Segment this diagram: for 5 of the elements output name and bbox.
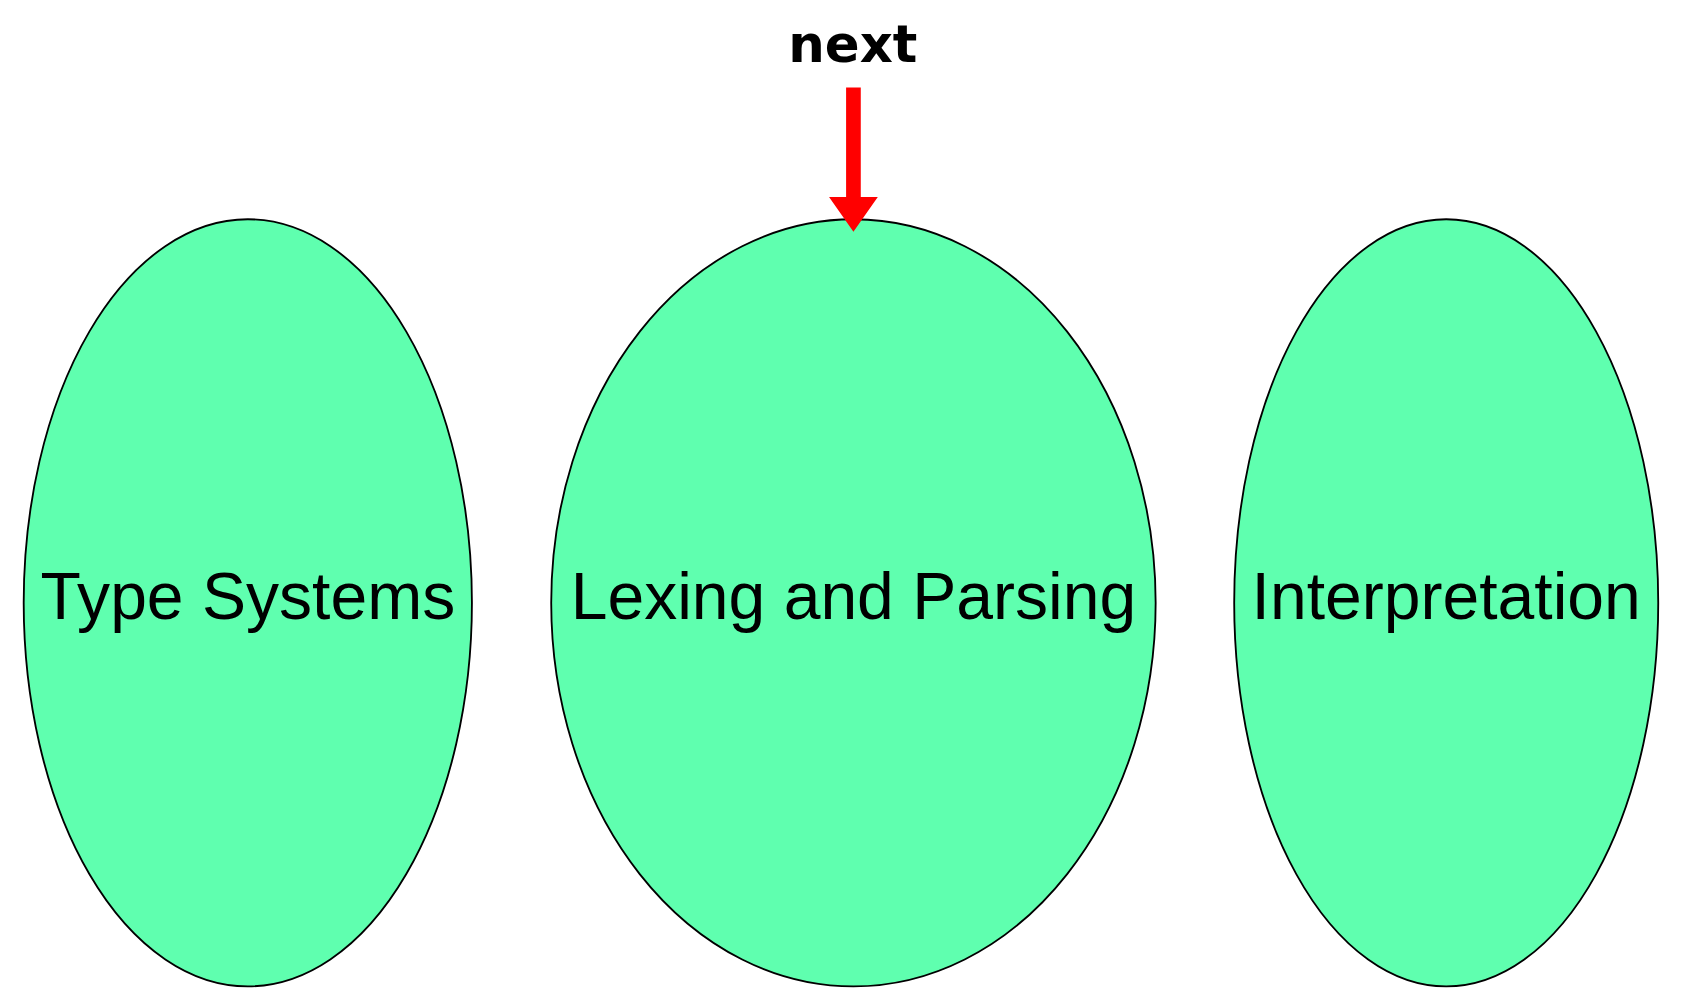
node-text: next xyxy=(788,14,918,75)
node-ellipse: Lexing and Parsing xyxy=(550,218,1157,988)
node-ellipse: Type Systems xyxy=(22,218,473,988)
arrow xyxy=(829,87,878,232)
node-ellipse: Interpretation xyxy=(1233,218,1660,988)
